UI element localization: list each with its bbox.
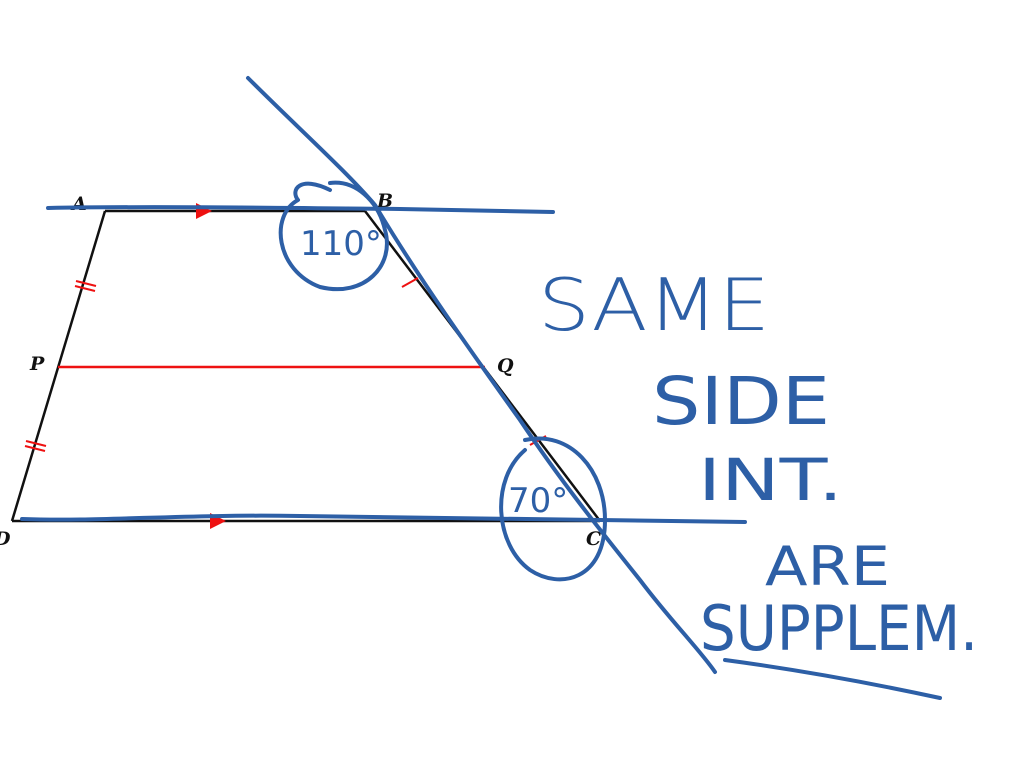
tick-pd-2	[24, 445, 46, 452]
label-d: D	[0, 528, 11, 550]
note-line-3: INT.	[698, 446, 843, 514]
note-line-2: SIDE	[652, 363, 830, 440]
label-a: A	[70, 193, 87, 215]
label-b: B	[376, 190, 393, 212]
ink-transversal	[246, 76, 717, 674]
ink-circle-70	[499, 436, 607, 582]
note-line-4: ARE	[765, 535, 890, 598]
label-c: C	[586, 528, 601, 550]
label-p: P	[29, 353, 45, 375]
angle-c-value: 70°	[508, 481, 568, 521]
note-line-5: SUPPLEM.	[700, 592, 978, 665]
tick-ap-2	[74, 285, 96, 292]
note-line-1: SAME	[538, 263, 770, 347]
tick-pd-1	[25, 440, 47, 447]
tick-bq	[401, 277, 419, 288]
tick-marks	[24, 277, 547, 452]
label-q: Q	[497, 355, 514, 377]
ink-underline	[723, 658, 942, 700]
angle-b-value: 110°	[300, 224, 382, 264]
ink-circle-110	[278, 180, 389, 292]
ink-line-ab-extended	[46, 205, 555, 214]
ink-line-dc-extended	[20, 513, 747, 524]
tick-ap-1	[75, 280, 97, 287]
